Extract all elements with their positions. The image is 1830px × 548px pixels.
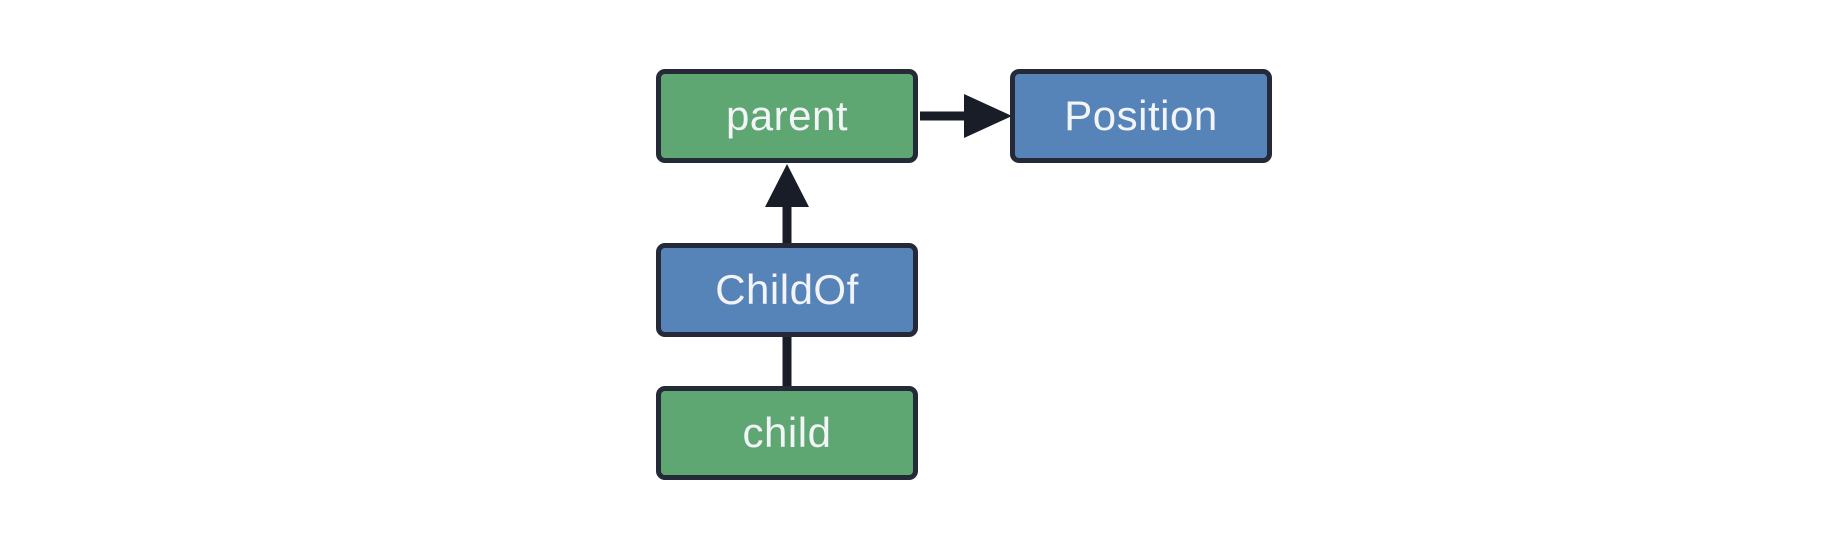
node-childof-label: ChildOf xyxy=(715,266,859,313)
edge-childof-parent xyxy=(765,164,809,245)
node-position: Position xyxy=(1010,69,1272,163)
node-position-label: Position xyxy=(1064,92,1218,139)
node-childof: ChildOf xyxy=(656,243,918,337)
node-child: child xyxy=(656,386,918,480)
edge-parent-position-arrowhead-right-icon xyxy=(964,94,1012,138)
edge-parent-position xyxy=(920,94,1012,138)
edge-childof-parent-arrowhead-up-icon xyxy=(765,164,809,207)
node-parent-label: parent xyxy=(725,92,849,139)
node-parent: parent xyxy=(656,69,918,163)
node-child-label: child xyxy=(742,409,832,456)
